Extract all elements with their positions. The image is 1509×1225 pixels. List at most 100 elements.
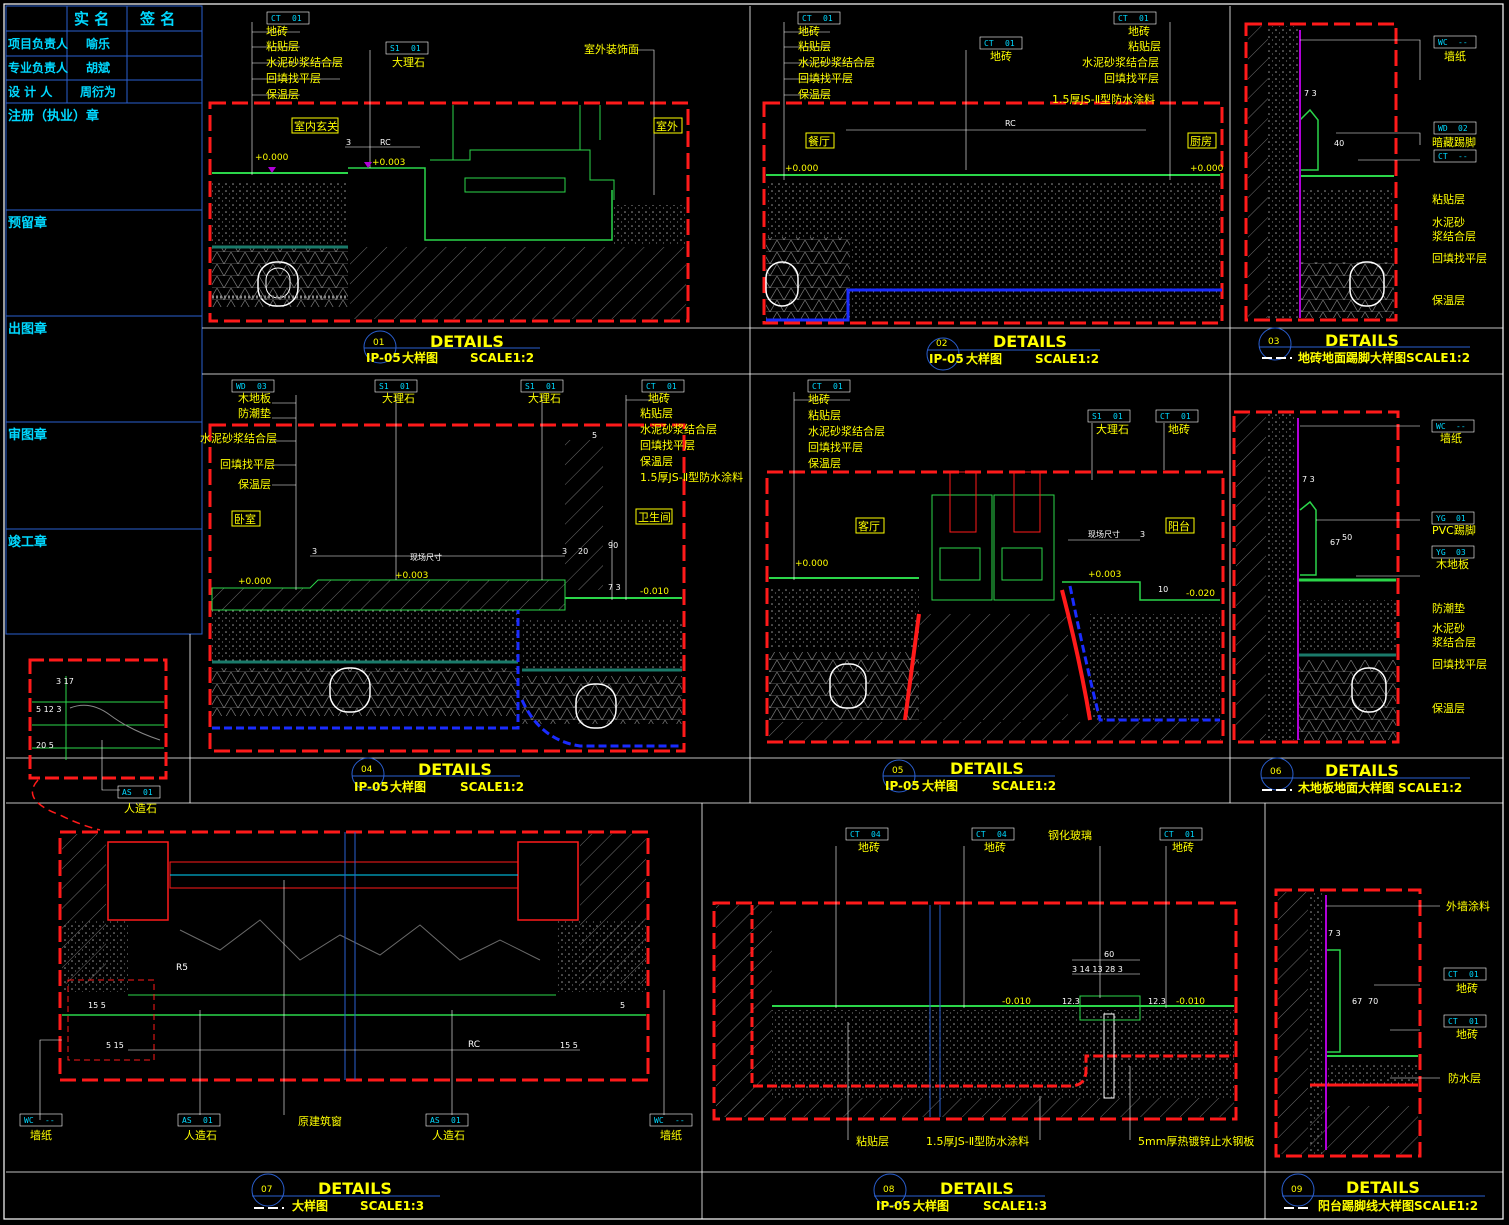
dim: 20	[578, 547, 588, 556]
detail-number: 04	[361, 765, 373, 775]
tag-num: 03	[257, 382, 267, 391]
dim: 90	[608, 541, 618, 550]
mortar-layer	[772, 1010, 1234, 1036]
tag-num: --	[45, 1116, 55, 1125]
sheet-ref: IP-05	[876, 1199, 911, 1213]
dim: 3	[346, 138, 351, 147]
glass-channel	[1079, 995, 1141, 1021]
label-layer: 回填找平层	[798, 71, 853, 85]
tag-code: AS	[122, 788, 132, 797]
detail-heading: DETAILS	[940, 1179, 1014, 1198]
label-layer: 回填找平层	[266, 71, 321, 85]
detail-number: 02	[936, 339, 947, 349]
detail-01-frame	[208, 101, 690, 323]
label-layer: 防潮垫	[238, 406, 271, 420]
wall-hatch	[716, 905, 772, 1117]
tag-code: S1	[390, 44, 400, 53]
base-hatch	[769, 722, 1221, 740]
detail-heading: DETAILS	[1346, 1178, 1420, 1197]
tag-code: CT	[271, 14, 281, 23]
insulation-layer	[769, 652, 919, 720]
mortar-layer	[1326, 1064, 1418, 1084]
label: 水泥砂	[1432, 622, 1465, 635]
label-layer: 回填找平层	[808, 440, 863, 454]
label: 原建筑窗	[298, 1114, 342, 1128]
detail-number: 03	[1268, 337, 1279, 347]
room-label-in: 室内玄关	[294, 119, 338, 133]
tag-num: --	[1458, 38, 1468, 47]
room-label-right: 卫生间	[638, 510, 671, 524]
pvc-baseboard	[1299, 500, 1317, 576]
scale: SCALE1:3	[360, 1199, 424, 1213]
tag-code: CT	[646, 382, 656, 391]
balcony-tile	[1062, 581, 1220, 601]
detail-heading: DETAILS	[430, 332, 504, 351]
room-box	[231, 510, 261, 527]
tag-code: WC	[1436, 422, 1446, 431]
detail-bubble	[873, 1173, 907, 1207]
dim: 3	[1140, 530, 1145, 539]
tag-code: CT	[984, 39, 994, 48]
detail-bubble	[351, 757, 385, 791]
sheet-ref: IP-05	[354, 780, 389, 794]
detail-number: 01	[373, 338, 384, 348]
label: 粘贴层	[1432, 192, 1465, 206]
tag-code: S1	[1092, 412, 1102, 421]
tag-code: CT	[812, 382, 822, 391]
room-box	[805, 132, 835, 149]
tag-code: CT	[976, 830, 986, 839]
waterproof-line	[766, 288, 1222, 322]
tag-num: 01	[1181, 412, 1191, 421]
wall-plaster	[556, 920, 646, 992]
tag-num: --	[1456, 422, 1466, 431]
label: 人造石	[432, 1128, 465, 1142]
tag-code: WC	[654, 1116, 664, 1125]
label-layer: 保温层	[640, 454, 673, 468]
label-layer: 回填找平层	[220, 457, 275, 471]
room-label-right: 阳台	[1168, 519, 1190, 533]
tag-code: AS	[430, 1116, 440, 1125]
room-box	[1187, 132, 1217, 149]
slab-layer	[772, 1036, 1234, 1098]
label: 墙纸	[1444, 49, 1466, 63]
tag-num: 01	[1005, 39, 1015, 48]
detail-01[interactable]: CT 01 S1 01 地砖 粘贴层 水泥砂浆结合层 回填找平层 保温层 大理石…	[208, 11, 690, 365]
title-block	[5, 5, 203, 635]
detail-inset[interactable]: AS 01 人造石 3 17 5 12 3 20 5	[28, 658, 168, 831]
role-designer: 设 计 人	[8, 84, 53, 99]
detail-heading: DETAILS	[1325, 331, 1399, 350]
wall-plaster	[62, 920, 128, 992]
level: -0.020	[1186, 589, 1215, 599]
dim: RC	[468, 1040, 480, 1050]
slab-hatch	[1310, 1106, 1418, 1154]
tag-code: YG	[1436, 548, 1446, 557]
tile-skirting	[1326, 949, 1341, 1053]
level: -0.010	[1002, 997, 1031, 1007]
caption: 大样图	[292, 1198, 328, 1213]
mortar-layer	[1090, 614, 1220, 720]
name-project-lead: 喻乐	[86, 36, 110, 51]
level: +0.003	[372, 158, 405, 168]
label: 浆结合层	[1432, 635, 1476, 649]
tag-num: 01	[203, 1116, 213, 1125]
insulation-layer	[1300, 262, 1394, 318]
level: +0.003	[395, 571, 428, 581]
insulation-layer	[1298, 660, 1396, 740]
name-designer: 周衍为	[80, 84, 116, 99]
label: 1.5厚JS-Ⅱ型防水涂料	[926, 1134, 1029, 1148]
frame-box	[464, 177, 566, 193]
level: +0.003	[1088, 570, 1121, 580]
level: +0.000	[795, 559, 829, 569]
name-discipline-lead: 胡斌	[86, 60, 110, 75]
seal-line	[1060, 589, 1092, 721]
detail-07-frame	[58, 830, 650, 1082]
